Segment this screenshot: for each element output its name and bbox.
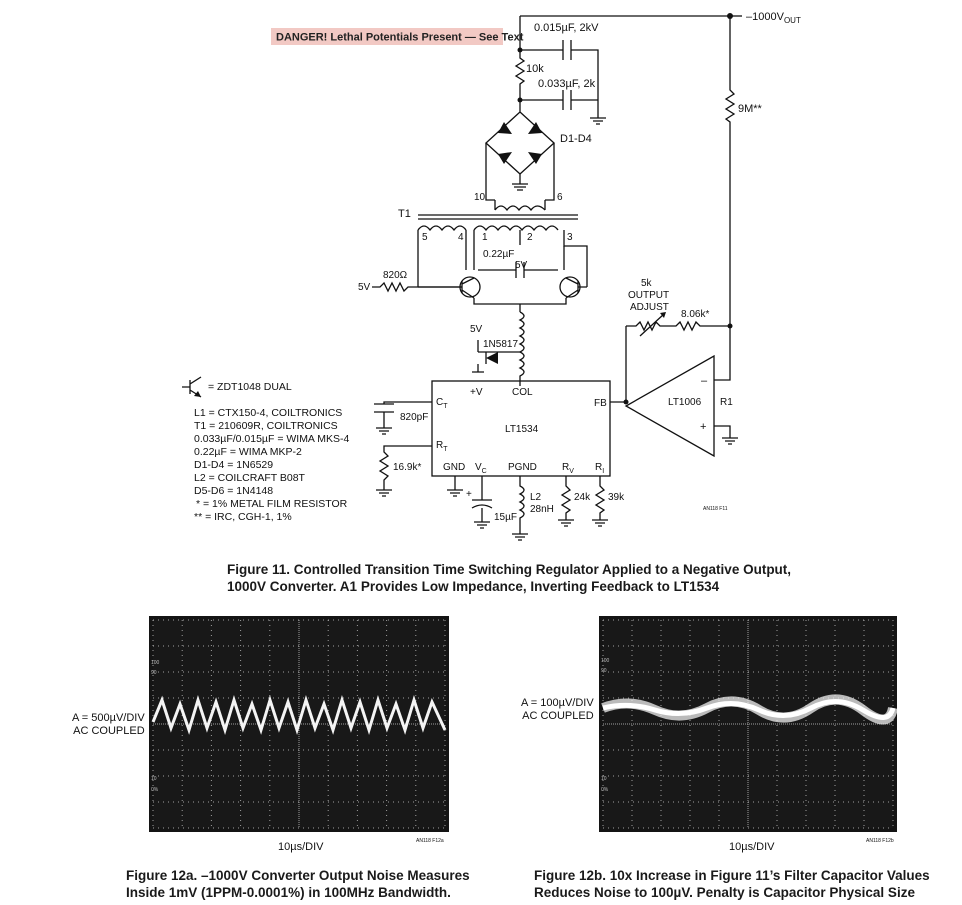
ic-pin-ri: RI bbox=[595, 462, 604, 475]
opamp-label: LT1006 bbox=[668, 397, 702, 408]
ic-pin-ct: CT bbox=[436, 397, 448, 410]
scope-b-scale: A = 100µV/DIV bbox=[521, 697, 594, 709]
scope-b-grat-100: 100 bbox=[601, 658, 610, 664]
scope-a-photo: 100 90 10 0% bbox=[149, 616, 449, 832]
pot-label-2: OUTPUT bbox=[628, 290, 669, 301]
r-39k-label: 39k bbox=[608, 492, 625, 503]
scope-a-graticule: 100 90 10 0% bbox=[149, 616, 449, 832]
legend-line: T1 = 210609R, COILTRONICS bbox=[194, 420, 338, 432]
r1-label: R1 bbox=[720, 397, 733, 408]
figure12b-caption-line1: Figure 12b. 10x Increase in Figure 11’s … bbox=[534, 868, 930, 883]
legend-line: D5-D6 = 1N4148 bbox=[194, 485, 274, 497]
ic-pin-fb: FB bbox=[594, 398, 607, 409]
figure12b-caption: Figure 12b. 10x Increase in Figure 11’s … bbox=[534, 867, 930, 901]
ic-pin-gnd: GND bbox=[443, 462, 465, 473]
ic-pin-vc: VC bbox=[475, 462, 487, 475]
r-9m-label: 9M** bbox=[738, 103, 763, 115]
figure11-caption: Figure 11. Controlled Transition Time Sw… bbox=[227, 561, 791, 595]
l2-label-b: 28nH bbox=[530, 504, 554, 515]
r-820-label: 820Ω bbox=[383, 270, 408, 281]
ic-pin-rt: RT bbox=[436, 440, 448, 453]
scope-b-graticule: 100 90 10 0% bbox=[599, 616, 897, 832]
scope-b-grat-90: 90 bbox=[601, 668, 607, 674]
c-033-label: 0.033µF, 2k bbox=[538, 78, 596, 90]
pin3-label: 3 bbox=[567, 232, 573, 243]
d-1n5817-label: 1N5817 bbox=[483, 339, 518, 350]
scope-b-scale-label: A = 100µV/DIV AC COUPLED bbox=[521, 697, 594, 723]
scope-a-grat-90: 90 bbox=[151, 670, 157, 676]
c-022-label: 0.22µF bbox=[483, 249, 514, 260]
danger-banner: DANGER! Lethal Potentials Present — See … bbox=[276, 32, 524, 44]
c-15u-plus: + bbox=[466, 489, 472, 500]
scope-b-photo: 100 90 10 0% bbox=[599, 616, 897, 832]
pin1-label: 1 bbox=[482, 232, 488, 243]
r-169-label: 16.9k* bbox=[393, 462, 421, 473]
pot-label-1: 5k bbox=[641, 278, 653, 289]
scope-a-grat-10: 10 bbox=[151, 776, 157, 782]
scope-b-coupling: AC COUPLED bbox=[522, 710, 594, 722]
scope-a-tag: AN118 F12a bbox=[416, 838, 444, 844]
diodes-label: D1-D4 bbox=[560, 133, 592, 145]
pin10-label: 10 bbox=[474, 192, 486, 203]
legend-line: 0.22µF = WIMA MKP-2 bbox=[194, 446, 302, 458]
pin4-label: 4 bbox=[458, 232, 464, 243]
scope-a-scale-label: A = 500µV/DIV AC COUPLED bbox=[72, 712, 145, 738]
figure11-caption-line1: Figure 11. Controlled Transition Time Sw… bbox=[227, 562, 792, 577]
legend-line: 0.033µF/0.015µF = WIMA MKS-4 bbox=[194, 433, 350, 445]
pin6-label: 6 bbox=[557, 192, 563, 203]
opamp-minus: – bbox=[701, 375, 708, 387]
ic-pin-rv: RV bbox=[562, 462, 574, 475]
legend-line: L2 = COILCRAFT B08T bbox=[194, 472, 305, 484]
scope-a-coupling: AC COUPLED bbox=[73, 725, 145, 737]
figure11-caption-line2: 1000V Converter. A1 Provides Low Impedan… bbox=[227, 579, 720, 594]
output-voltage-label: –1000VOUT bbox=[746, 11, 801, 25]
v5-b-label: 5V bbox=[358, 282, 371, 293]
legend-line: L1 = CTX150-4, COILTRONICS bbox=[194, 407, 343, 419]
pin2-label: 2 bbox=[527, 232, 533, 243]
ic-pin-col: COL bbox=[512, 387, 533, 398]
ic-pin-pgnd: PGND bbox=[508, 462, 537, 473]
pin5-label: 5 bbox=[422, 232, 428, 243]
transistor-legend-icon bbox=[182, 376, 202, 398]
v5-c-label: 5V bbox=[470, 324, 483, 335]
danger-banner-bg bbox=[271, 28, 503, 45]
r-10k-label: 10k bbox=[526, 63, 544, 75]
figure12b-caption-line2: Reduces Noise to 100µV. Penalty is Capac… bbox=[534, 885, 915, 900]
pot-label-3: ADJUST bbox=[630, 302, 669, 313]
scope-b-tag: AN118 F12b bbox=[866, 838, 894, 844]
legend-line: ** = IRC, CGH-1, 1% bbox=[194, 511, 292, 523]
ic-label: LT1534 bbox=[505, 424, 539, 435]
c-15u-label: 15µF bbox=[494, 512, 517, 523]
c-820p-label: 820pF bbox=[400, 412, 428, 423]
legend-line: = ZDT1048 DUAL bbox=[208, 381, 292, 393]
scope-b-grat-0: 0% bbox=[601, 787, 609, 793]
figure11-tag: AN118 F11 bbox=[703, 506, 728, 512]
l2-label-a: L2 bbox=[530, 492, 542, 503]
figure12a-caption-line2: Inside 1mV (1PPM-0.0001%) in 100MHz Band… bbox=[126, 885, 451, 900]
r-24k-label: 24k bbox=[574, 492, 591, 503]
legend-line: D1-D4 = 1N6529 bbox=[194, 459, 274, 471]
scope-b-timebase: 10µs/DIV bbox=[729, 841, 775, 853]
opamp-plus: + bbox=[700, 421, 706, 433]
v5-a-label: 5V bbox=[515, 260, 528, 271]
figure12a-caption-line1: Figure 12a. –1000V Converter Output Nois… bbox=[126, 868, 470, 883]
ic-lt1534 bbox=[431, 380, 611, 477]
r-806-label: 8.06k* bbox=[681, 309, 709, 320]
figure12a-caption: Figure 12a. –1000V Converter Output Nois… bbox=[126, 867, 470, 901]
scope-a-grat-100: 100 bbox=[151, 660, 160, 666]
c-015-label: 0.015µF, 2kV bbox=[534, 22, 599, 34]
component-legend: = ZDT1048 DUAL L1 = CTX150-4, COILTRONIC… bbox=[194, 381, 349, 524]
scope-a-scale: A = 500µV/DIV bbox=[72, 712, 145, 724]
schematic-diagram: DANGER! Lethal Potentials Present — See … bbox=[182, 11, 801, 541]
legend-line: * = 1% METAL FILM RESISTOR bbox=[196, 498, 348, 510]
t1-label: T1 bbox=[398, 208, 411, 220]
scope-a-trace bbox=[151, 694, 447, 736]
scope-a-grat-0: 0% bbox=[151, 787, 159, 793]
scope-a-timebase: 10µs/DIV bbox=[278, 841, 324, 853]
scope-b-grat-10: 10 bbox=[601, 776, 607, 782]
ic-pin-v: +V bbox=[470, 387, 483, 398]
